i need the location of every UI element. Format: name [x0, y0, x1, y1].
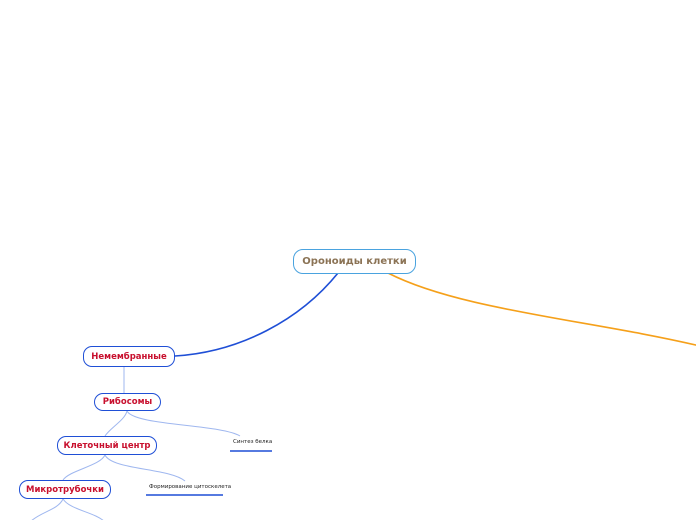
node-cell-center[interactable]: Клеточный центр — [57, 436, 157, 455]
branch-line-orange — [387, 272, 696, 346]
node-microtubules[interactable]: Микротрубочки — [19, 480, 111, 499]
connector-ribosomes-cellcenter — [104, 410, 128, 437]
leaf-protein-synthesis[interactable]: Синтез белка — [233, 439, 273, 445]
node-ribosomes[interactable]: Рибосомы — [94, 393, 161, 411]
node-ribosomes-label: Рибосомы — [102, 397, 153, 407]
connector-cellcenter-cytoskeleton — [104, 454, 186, 482]
node-nonmembrane-label: Немембранные — [91, 351, 167, 362]
node-microtubules-label: Микротрубочки — [26, 484, 104, 495]
connector-cellcenter-microtubules — [62, 454, 106, 481]
connector-microtubules-child-left — [31, 498, 64, 520]
connector-microtubules-child-right — [62, 498, 104, 520]
connector-ribosomes-protein — [126, 410, 241, 437]
root-node-label: Ороноиды клетки — [302, 256, 407, 267]
leaf-cytoskeleton[interactable]: Формирование цитоскелета — [149, 484, 232, 490]
branch-line-nonmembrane — [174, 272, 339, 357]
root-node[interactable]: Ороноиды клетки — [293, 249, 416, 274]
node-cell-center-label: Клеточный центр — [63, 440, 151, 451]
node-nonmembrane[interactable]: Немембранные — [83, 346, 175, 367]
